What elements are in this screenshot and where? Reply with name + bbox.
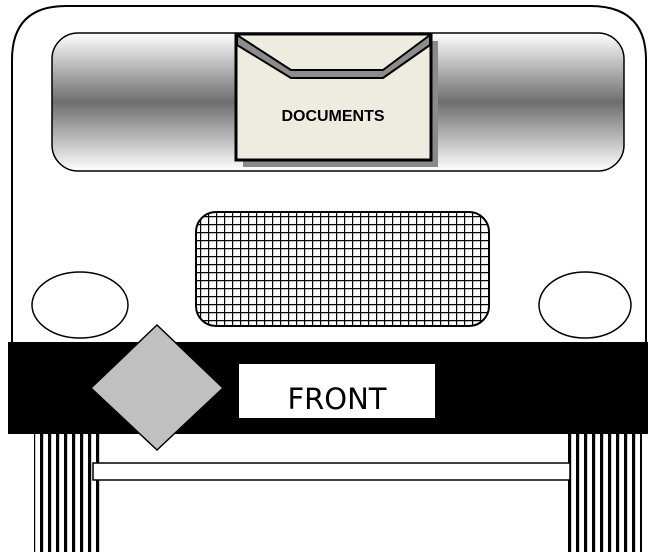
left-headlight [31,271,129,339]
envelope-flap [236,34,431,79]
right-tire [566,434,642,552]
documents-label: DOCUMENTS [281,108,384,125]
front-label: FRONT [287,382,386,416]
axle [92,462,571,481]
grille [195,211,490,327]
right-headlight [538,271,632,339]
hazard-placard [89,323,225,452]
document-holder: DOCUMENTS [234,32,438,167]
license-plate [239,364,435,418]
left-tire [34,434,100,552]
